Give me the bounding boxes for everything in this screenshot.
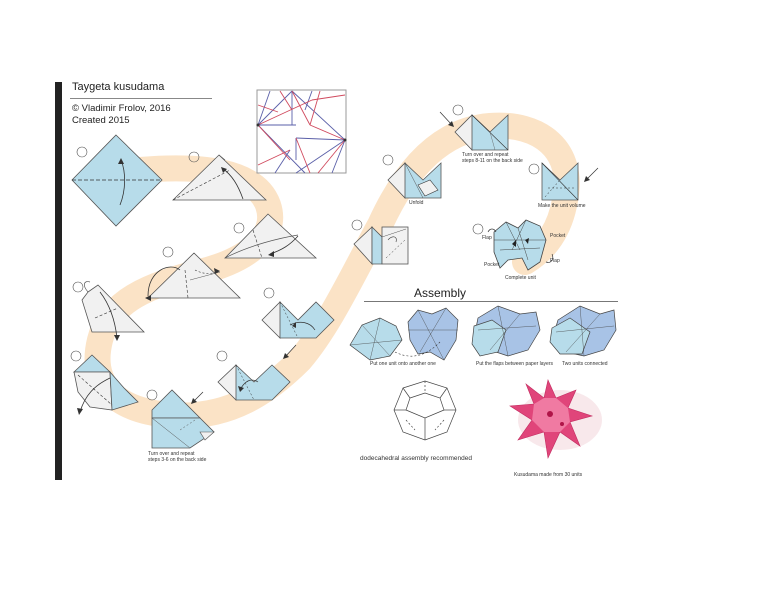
crease-pattern bbox=[256, 89, 347, 174]
assembly-heading: Assembly bbox=[414, 286, 467, 300]
step-3-figure bbox=[224, 213, 318, 259]
kusudama-photo-caption: Kusudama made from 30 units bbox=[514, 472, 583, 478]
left-margin-bar bbox=[55, 82, 62, 480]
assembly-step-2-figure bbox=[471, 305, 541, 357]
title-divider bbox=[70, 98, 212, 99]
dodecahedron-caption: dodecahedral assembly recommended bbox=[360, 455, 473, 462]
step-4-figure bbox=[145, 252, 241, 301]
step-14-caption: Complete unit bbox=[505, 275, 536, 281]
kusudama-photo bbox=[509, 379, 602, 460]
step-12-caption: Turn over and repeat steps 8-11 on the b… bbox=[462, 152, 523, 164]
created-date: Created 2015 bbox=[72, 115, 130, 126]
step-8-figure bbox=[217, 344, 297, 401]
assembly-step-2-caption: Put the flaps between paper layers bbox=[476, 361, 553, 367]
step-2-figure bbox=[172, 154, 267, 201]
label-flap-right: Flap bbox=[550, 258, 560, 264]
step-6-figure bbox=[72, 354, 139, 415]
step-7-figure bbox=[151, 389, 215, 449]
assembly-step-1-figure bbox=[349, 307, 459, 361]
label-pocket-left: Pocket bbox=[484, 262, 500, 268]
step-numbers bbox=[70, 104, 540, 401]
step-10-figure bbox=[353, 226, 409, 266]
step-1-figure bbox=[71, 134, 163, 227]
document-title: Taygeta kusudama bbox=[72, 81, 165, 93]
dodecahedron-figure bbox=[393, 380, 457, 441]
step-12-figure bbox=[439, 111, 509, 151]
author-credit: © Vladimir Frolov, 2016 bbox=[72, 103, 171, 114]
step-13-caption: Make the unit volume bbox=[538, 203, 586, 209]
step-5-figure bbox=[81, 281, 145, 341]
step-7-caption: Turn over and repeat steps 3-6 on the ba… bbox=[148, 451, 207, 463]
step-11-caption: Unfold bbox=[409, 200, 424, 206]
assembly-divider bbox=[364, 301, 618, 302]
step-13-figure bbox=[541, 162, 599, 201]
step-11-figure bbox=[387, 162, 442, 199]
label-flap-left: Flap bbox=[482, 235, 492, 241]
assembly-step-3-figure bbox=[549, 305, 617, 357]
label-pocket-right: Pocket bbox=[550, 233, 566, 239]
assembly-step-1-caption: Put one unit onto another one bbox=[370, 361, 436, 367]
step-14-figure bbox=[487, 219, 554, 271]
step-9-figure bbox=[261, 301, 335, 339]
assembly-step-3-caption: Two units connected bbox=[562, 361, 608, 367]
